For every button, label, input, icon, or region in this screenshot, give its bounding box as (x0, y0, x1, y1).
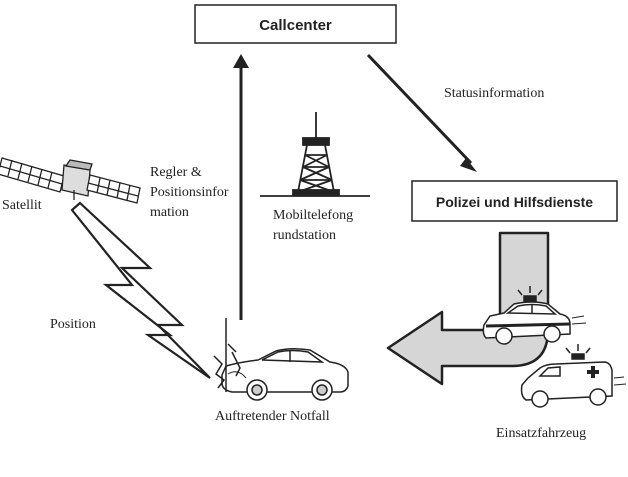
signal-bolt-icon (70, 201, 211, 379)
regler-label-1: Regler & (150, 165, 202, 180)
callcenter-box: Callcenter (194, 4, 397, 44)
crashed-car-icon (213, 318, 349, 401)
police-title: Polizei und Hilfsdienste (436, 194, 593, 210)
police-box: Polizei und Hilfsdienste (411, 180, 618, 222)
antenna-tower-icon (260, 112, 370, 197)
notfall-label: Auftretender Notfall (215, 409, 330, 424)
arrowhead-callcenter (233, 54, 249, 68)
mobil-label-2: rundstation (273, 228, 336, 243)
satellit-label: Satellit (2, 198, 42, 213)
arrowhead-police (460, 158, 477, 172)
regler-label-2: Positionsinfor (150, 185, 229, 200)
police-car-icon (482, 286, 587, 345)
ambulance-icon (520, 344, 627, 408)
arrow-callcenter-to-police (366, 53, 473, 165)
mobil-label-1: Mobiltelefong (273, 208, 353, 223)
callcenter-title: Callcenter (259, 17, 332, 34)
status-label: Statusinformation (444, 86, 544, 101)
fahrzeug-label: Einsatzfahrzeug (496, 426, 586, 441)
position-label: Position (50, 317, 96, 332)
satellite-icon (0, 157, 141, 204)
regler-label-3: mation (150, 205, 189, 220)
